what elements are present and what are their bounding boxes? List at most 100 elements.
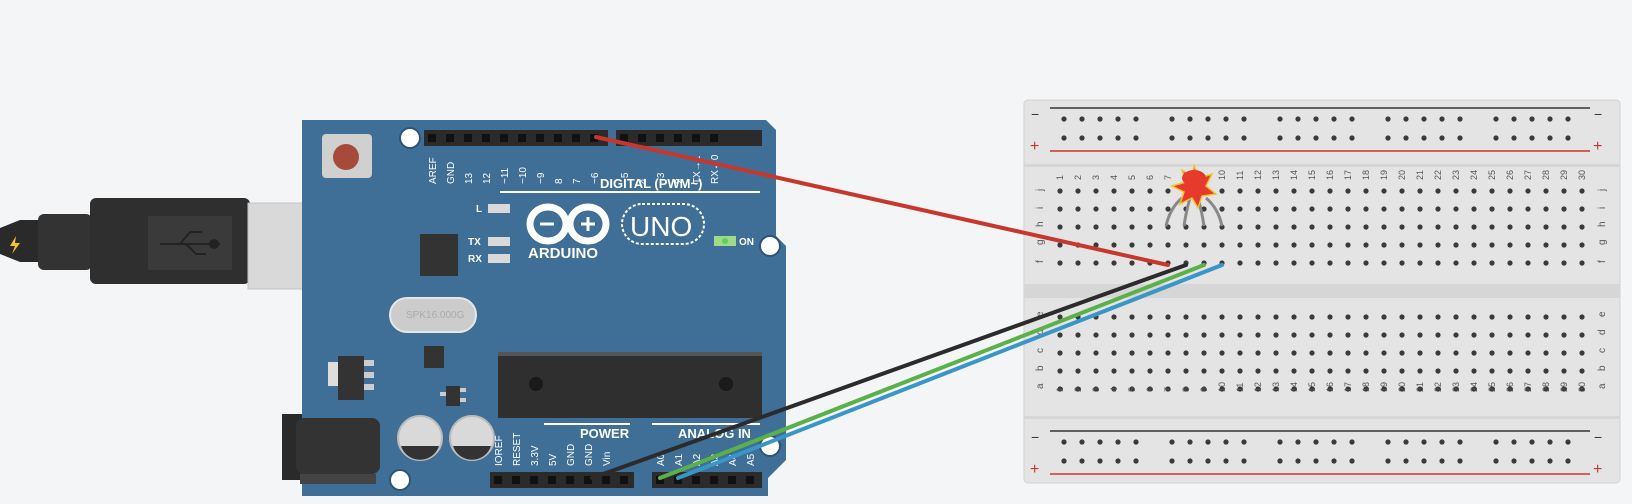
breadboard-hole[interactable] bbox=[1255, 386, 1261, 392]
rail-hole[interactable] bbox=[1205, 458, 1211, 464]
breadboard-hole[interactable] bbox=[1471, 224, 1477, 230]
rail-hole[interactable] bbox=[1493, 458, 1499, 464]
blue-wire[interactable] bbox=[676, 263, 1224, 480]
rail-hole[interactable] bbox=[1187, 458, 1193, 464]
breadboard-hole[interactable] bbox=[1075, 206, 1081, 212]
rail-hole[interactable] bbox=[1439, 458, 1445, 464]
rail-hole[interactable] bbox=[1331, 439, 1337, 445]
digital-pin-hole[interactable] bbox=[500, 134, 508, 142]
breadboard-hole[interactable] bbox=[1255, 224, 1261, 230]
analog-pin-hole[interactable] bbox=[728, 476, 736, 484]
breadboard-hole[interactable] bbox=[1417, 206, 1423, 212]
analog-pin-hole[interactable] bbox=[656, 476, 664, 484]
breadboard-hole[interactable] bbox=[1543, 188, 1549, 194]
power-pin-hole[interactable] bbox=[494, 476, 502, 484]
wires[interactable] bbox=[590, 135, 1224, 480]
breadboard-hole[interactable] bbox=[1345, 350, 1351, 356]
rail-hole[interactable] bbox=[1493, 116, 1499, 122]
rail-hole[interactable] bbox=[1349, 439, 1355, 445]
breadboard-hole[interactable] bbox=[1471, 368, 1477, 374]
breadboard-hole[interactable] bbox=[1129, 224, 1135, 230]
rail-hole[interactable] bbox=[1457, 458, 1463, 464]
breadboard-hole[interactable] bbox=[1309, 206, 1315, 212]
breadboard-hole[interactable] bbox=[1453, 224, 1459, 230]
breadboard-hole[interactable] bbox=[1471, 332, 1477, 338]
breadboard-hole[interactable] bbox=[1255, 332, 1261, 338]
rail-hole[interactable] bbox=[1529, 439, 1535, 445]
rail-hole[interactable] bbox=[1403, 116, 1409, 122]
rail-hole[interactable] bbox=[1547, 116, 1553, 122]
breadboard-hole[interactable] bbox=[1129, 368, 1135, 374]
breadboard-hole[interactable] bbox=[1273, 386, 1279, 392]
breadboard-hole[interactable] bbox=[1525, 188, 1531, 194]
breadboard-hole[interactable] bbox=[1129, 260, 1135, 266]
rail-hole[interactable] bbox=[1331, 135, 1337, 141]
breadboard-hole[interactable] bbox=[1147, 332, 1153, 338]
breadboard-hole[interactable] bbox=[1417, 332, 1423, 338]
breadboard-hole[interactable] bbox=[1057, 368, 1063, 374]
rail-hole[interactable] bbox=[1547, 439, 1553, 445]
rail-hole[interactable] bbox=[1295, 135, 1301, 141]
breadboard-hole[interactable] bbox=[1255, 350, 1261, 356]
breadboard-hole[interactable] bbox=[1183, 350, 1189, 356]
rail-hole[interactable] bbox=[1565, 439, 1571, 445]
breadboard-hole[interactable] bbox=[1327, 386, 1333, 392]
rail-hole[interactable] bbox=[1277, 135, 1283, 141]
breadboard-hole[interactable] bbox=[1561, 188, 1567, 194]
breadboard-hole[interactable] bbox=[1363, 224, 1369, 230]
breadboard-hole[interactable] bbox=[1525, 386, 1531, 392]
breadboard-hole[interactable] bbox=[1255, 368, 1261, 374]
breadboard-hole[interactable] bbox=[1561, 314, 1567, 320]
rail-hole[interactable] bbox=[1385, 458, 1391, 464]
breadboard-hole[interactable] bbox=[1561, 368, 1567, 374]
breadboard-hole[interactable] bbox=[1381, 368, 1387, 374]
breadboard-hole[interactable] bbox=[1165, 314, 1171, 320]
breadboard-hole[interactable] bbox=[1453, 260, 1459, 266]
breadboard-hole[interactable] bbox=[1237, 314, 1243, 320]
breadboard-hole[interactable] bbox=[1345, 386, 1351, 392]
breadboard-hole[interactable] bbox=[1111, 332, 1117, 338]
breadboard-hole[interactable] bbox=[1579, 242, 1585, 248]
rail-hole[interactable] bbox=[1187, 439, 1193, 445]
rail-hole[interactable] bbox=[1079, 439, 1085, 445]
rail-hole[interactable] bbox=[1169, 135, 1175, 141]
breadboard-hole[interactable] bbox=[1345, 188, 1351, 194]
breadboard-hole[interactable] bbox=[1381, 260, 1387, 266]
breadboard-hole[interactable] bbox=[1381, 188, 1387, 194]
breadboard-hole[interactable] bbox=[1327, 224, 1333, 230]
breadboard-hole[interactable] bbox=[1381, 386, 1387, 392]
rail-hole[interactable] bbox=[1457, 439, 1463, 445]
breadboard-hole[interactable] bbox=[1309, 350, 1315, 356]
rail-hole[interactable] bbox=[1385, 116, 1391, 122]
breadboard-hole[interactable] bbox=[1579, 332, 1585, 338]
breadboard-hole[interactable] bbox=[1057, 188, 1063, 194]
breadboard-hole[interactable] bbox=[1363, 242, 1369, 248]
breadboard-hole[interactable] bbox=[1489, 242, 1495, 248]
rail-hole[interactable] bbox=[1529, 135, 1535, 141]
breadboard-hole[interactable] bbox=[1507, 206, 1513, 212]
breadboard-hole[interactable] bbox=[1309, 260, 1315, 266]
breadboard-hole[interactable] bbox=[1093, 188, 1099, 194]
rail-hole[interactable] bbox=[1421, 439, 1427, 445]
breadboard-hole[interactable] bbox=[1471, 188, 1477, 194]
breadboard-hole[interactable] bbox=[1489, 350, 1495, 356]
breadboard-hole[interactable] bbox=[1057, 332, 1063, 338]
digital-pin-hole[interactable] bbox=[692, 134, 700, 142]
rail-hole[interactable] bbox=[1565, 116, 1571, 122]
rail-hole[interactable] bbox=[1565, 458, 1571, 464]
breadboard-hole[interactable] bbox=[1399, 314, 1405, 320]
breadboard-hole[interactable] bbox=[1489, 188, 1495, 194]
breadboard-hole[interactable] bbox=[1525, 242, 1531, 248]
rail-hole[interactable] bbox=[1223, 439, 1229, 445]
analog-pin-hole[interactable] bbox=[674, 476, 682, 484]
digital-pin-hole[interactable] bbox=[620, 134, 628, 142]
breadboard-hole[interactable] bbox=[1057, 314, 1063, 320]
breadboard-hole[interactable] bbox=[1399, 368, 1405, 374]
breadboard-hole[interactable] bbox=[1291, 368, 1297, 374]
rail-hole[interactable] bbox=[1421, 116, 1427, 122]
breadboard-hole[interactable] bbox=[1273, 260, 1279, 266]
breadboard-hole[interactable] bbox=[1543, 242, 1549, 248]
breadboard-hole[interactable] bbox=[1345, 332, 1351, 338]
breadboard-hole[interactable] bbox=[1399, 206, 1405, 212]
breadboard-hole[interactable] bbox=[1093, 242, 1099, 248]
